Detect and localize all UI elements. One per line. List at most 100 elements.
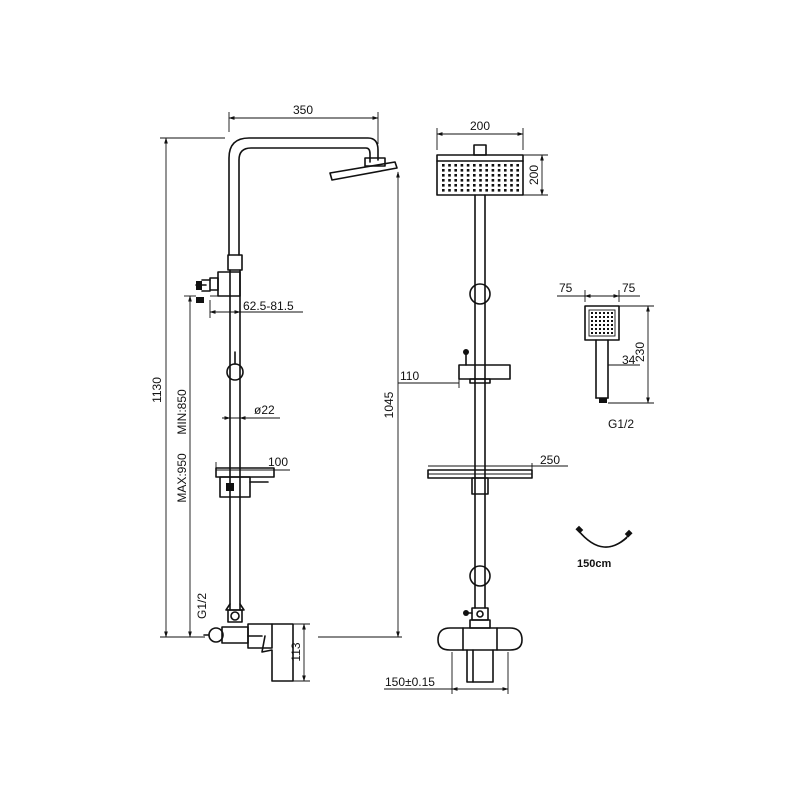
nozzle-dot <box>510 174 513 177</box>
nozzle-dot <box>473 179 476 182</box>
hand-nozzle-dot <box>603 328 605 330</box>
dim-head-width-label: 200 <box>470 119 490 133</box>
nozzle-dot <box>497 184 501 187</box>
dim-min-height-label: MIN:850 <box>175 389 189 435</box>
dim-mixer-spacing: 150±0.15 <box>384 652 509 694</box>
nozzle-dot <box>504 189 507 192</box>
nozzle-dot <box>479 164 482 167</box>
dim-pipe-diameter: ø22 <box>222 403 280 420</box>
nozzle-dot <box>448 174 451 177</box>
hand-nozzle-dot <box>591 312 593 314</box>
dim-hand-size: 75 75 <box>557 281 640 302</box>
nozzle-dot <box>448 189 451 192</box>
mixer-side <box>203 603 294 682</box>
dim-bracket-range-label: 62.5-81.5 <box>243 299 294 313</box>
nozzle-dot <box>510 179 513 182</box>
dim-head-width: 200 <box>436 119 524 150</box>
nozzle-dot <box>497 174 501 177</box>
hand-nozzle-dot <box>611 328 613 330</box>
nozzle-dot <box>460 179 464 182</box>
shelf-front <box>427 469 533 495</box>
hand-nozzle-dot <box>607 332 609 334</box>
nozzle-dot <box>516 189 519 192</box>
hand-nozzle-dot <box>611 312 613 314</box>
dim-hand-neck: 34 <box>608 353 640 367</box>
upper-knob <box>469 283 491 305</box>
nozzle-dot <box>504 169 507 172</box>
hand-shower-head <box>584 305 620 341</box>
hand-nozzle-dot <box>595 320 597 322</box>
dim-mixer-height: 113 <box>289 623 310 682</box>
nozzle-dot <box>485 179 488 182</box>
nozzle-dot <box>460 184 464 187</box>
hand-nozzle-dot <box>599 320 601 322</box>
nozzle-dot <box>479 169 482 172</box>
nozzle-dot <box>504 164 507 167</box>
nozzle-dot <box>466 184 470 187</box>
nozzle-dot <box>497 169 501 172</box>
nozzle-dot <box>485 174 488 177</box>
dim-hand-neck-label: 34 <box>622 353 636 367</box>
dim-head-depth: 200 <box>523 154 548 196</box>
dim-head-depth-label: 200 <box>527 165 541 185</box>
hand-nozzle-dot <box>591 324 593 326</box>
dim-hand-depth-label: 75 <box>622 281 636 295</box>
nozzle-dot <box>510 189 513 192</box>
nozzle-dot <box>448 169 451 172</box>
nozzle-dot <box>485 184 488 187</box>
nozzle-dot <box>454 179 457 182</box>
nozzle-dot <box>497 164 501 167</box>
hand-nozzle-dot <box>591 328 593 330</box>
hand-nozzle-dot <box>611 324 613 326</box>
dim-arm-length: 350 <box>228 103 379 144</box>
hand-nozzle-dot <box>595 316 597 318</box>
hand-nozzle-dot <box>607 312 609 314</box>
dim-arm-length-label: 350 <box>293 103 313 117</box>
hand-nozzle-dot <box>611 316 613 318</box>
hand-nozzle-dot <box>607 316 609 318</box>
hand-nozzle-dot <box>595 324 597 326</box>
hand-nozzle-dot <box>607 328 609 330</box>
nozzle-dot <box>442 189 445 192</box>
hand-nozzle-dot <box>595 332 597 334</box>
nozzle-dot <box>516 179 519 182</box>
nozzle-dot <box>485 169 488 172</box>
nozzle-dot <box>491 179 495 182</box>
nozzle-dot <box>473 169 476 172</box>
hose-length-label: 150cm <box>577 558 611 570</box>
dim-min-max-height: MIN:850 MAX:950 <box>175 295 196 638</box>
nozzle-dot <box>442 184 445 187</box>
dim-bracket-range: 62.5-81.5 <box>209 299 303 318</box>
hand-nozzle-dot <box>599 316 601 318</box>
nozzle-dot <box>504 184 507 187</box>
shower-head-nozzles <box>442 164 519 192</box>
dim-holder-width: 110 <box>398 369 460 388</box>
dim-pipe-diameter-label: ø22 <box>254 403 275 417</box>
nozzle-dot <box>454 184 457 187</box>
nozzle-dot <box>448 164 451 167</box>
nozzle-dot <box>460 169 464 172</box>
nozzle-dot <box>497 189 501 192</box>
shelf-side <box>215 467 275 498</box>
nozzle-dot <box>454 164 457 167</box>
hand-nozzle-dot <box>599 324 601 326</box>
nozzle-dot <box>491 164 495 167</box>
nozzle-dot <box>448 184 451 187</box>
nozzle-dot <box>460 164 464 167</box>
dim-shelf-front: 250 <box>428 453 568 470</box>
nozzle-dot <box>454 189 457 192</box>
mixer-front <box>437 619 523 683</box>
nozzle-dot <box>497 179 501 182</box>
hand-nozzle-dot <box>607 324 609 326</box>
diverter-front <box>463 607 489 621</box>
hose-view: 150cm <box>575 525 633 570</box>
shower-arm-inner <box>238 147 371 256</box>
nozzle-dot <box>466 169 470 172</box>
nozzle-dot <box>454 174 457 177</box>
hand-nozzle-dot <box>611 320 613 322</box>
nozzle-dot <box>510 169 513 172</box>
nozzle-dot <box>473 164 476 167</box>
nozzle-dot <box>491 189 495 192</box>
slider-knob <box>226 363 244 381</box>
